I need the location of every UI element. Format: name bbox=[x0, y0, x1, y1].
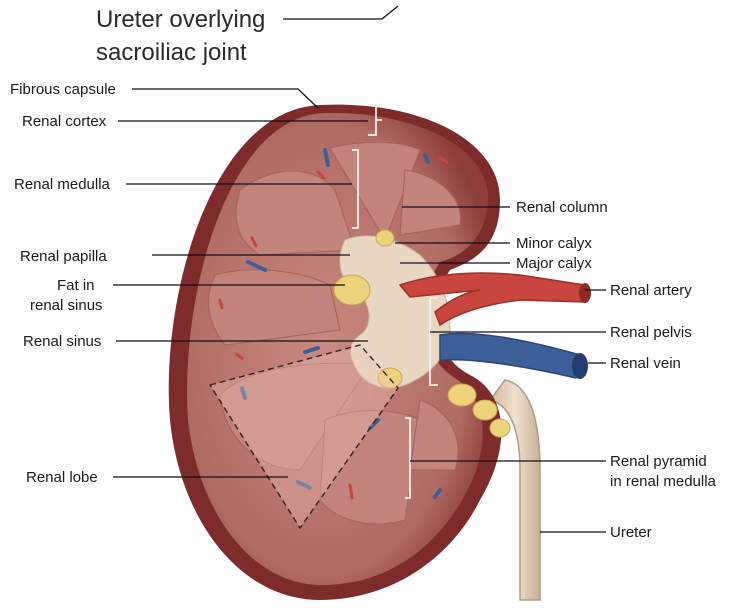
label-renal-medulla: Renal medulla bbox=[14, 176, 111, 193]
label-fibrous-capsule: Fibrous capsule bbox=[10, 81, 116, 98]
label-renal-lobe: Renal lobe bbox=[26, 469, 98, 486]
fibrous-capsule-leader bbox=[132, 89, 318, 108]
label-renal-pelvis: Renal pelvis bbox=[610, 324, 692, 341]
label-pyramid-line2: in renal medulla bbox=[610, 473, 717, 490]
label-renal-column: Renal column bbox=[516, 199, 608, 216]
label-renal-papilla: Renal papilla bbox=[20, 248, 107, 265]
label-pyramid-line1: Renal pyramid bbox=[610, 453, 707, 470]
label-renal-artery: Renal artery bbox=[610, 282, 692, 299]
renal-vein-opening bbox=[572, 353, 588, 379]
header-leader-line bbox=[283, 6, 398, 19]
label-minor-calyx: Minor calyx bbox=[516, 235, 592, 252]
label-major-calyx: Major calyx bbox=[516, 255, 592, 272]
label-fat-line2: renal sinus bbox=[30, 297, 103, 314]
label-renal-cortex: Renal cortex bbox=[22, 113, 107, 130]
label-ureter: Ureter bbox=[610, 524, 652, 541]
label-fat-line1: Fat in bbox=[57, 277, 95, 294]
header-title-line2: sacroiliac joint bbox=[96, 39, 247, 66]
label-renal-vein: Renal vein bbox=[610, 355, 681, 372]
label-renal-sinus: Renal sinus bbox=[23, 333, 101, 350]
renal-artery-opening bbox=[579, 283, 591, 303]
header-title-line1: Ureter overlying bbox=[96, 6, 265, 33]
